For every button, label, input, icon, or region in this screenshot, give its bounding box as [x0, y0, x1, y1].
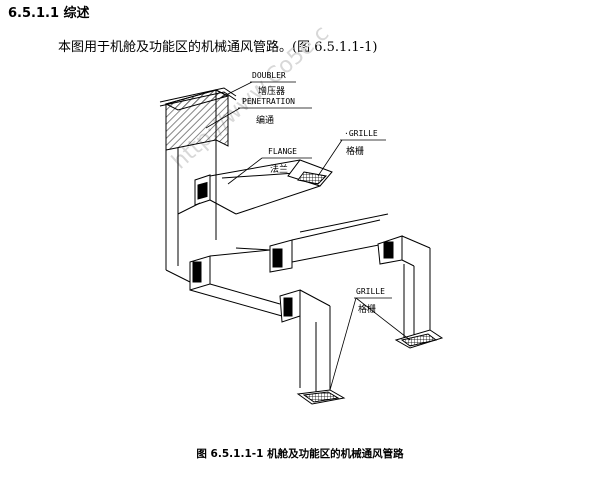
lower-junction-duct: [189, 247, 301, 323]
label-grille-bottom-cn: 格栅: [358, 303, 376, 315]
ventilation-duct-figure: http://www.Co5e.c: [159, 21, 444, 405]
label-penetration-cn: 编通: [256, 114, 274, 126]
label-doubler-cn: 增压器: [258, 85, 285, 97]
right-branch-duct: [269, 213, 444, 349]
upper-branch-duct: [177, 159, 333, 215]
penetration-block: [159, 87, 237, 151]
label-grille-top-cn: 格栅: [346, 145, 364, 157]
label-flange-en: FLANGE: [268, 147, 297, 156]
label-doubler-en: DOUBLER: [252, 71, 286, 80]
figure-caption: 图 6.5.1.1-1 机舱及功能区的机械通风管路: [196, 448, 404, 460]
label-penetration-en: PENETRATION: [242, 97, 295, 106]
intro-paragraph: 本图用于机舱及功能区的机械通风管路。(图 6.5.1.1-1): [58, 40, 378, 55]
label-grille-top-en: ·GRILLE: [344, 129, 378, 138]
label-flange-cn: 法兰: [270, 163, 288, 175]
section-heading: 6.5.1.1 综述: [8, 6, 90, 21]
lower-down-duct: [296, 289, 346, 405]
label-grille-bottom-en: GRILLE: [356, 287, 385, 296]
leader-lines: [205, 81, 411, 391]
vertical-duct: [165, 140, 217, 283]
